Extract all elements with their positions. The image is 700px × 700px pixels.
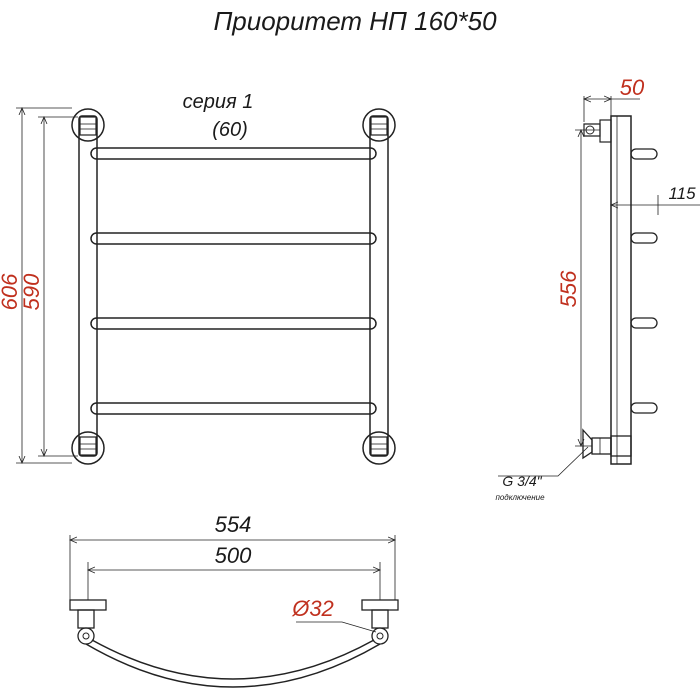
dimension-115 <box>611 195 700 215</box>
height-outer-value: 606 <box>0 273 22 310</box>
right-vertical-tube <box>369 115 389 457</box>
width-inner-value: 500 <box>215 543 252 568</box>
rung-3 <box>90 317 377 330</box>
front-view: серия 1 (60) 606 590 <box>0 91 396 465</box>
side-tube <box>610 115 632 465</box>
bracket-bottom-left <box>71 431 105 465</box>
dimension-500 <box>88 562 380 600</box>
drawing-title: Приоритет НП 160*50 <box>213 6 497 36</box>
dimension-50 <box>584 96 640 122</box>
side-rung-1 <box>630 148 658 160</box>
bracket-top-left <box>71 108 105 142</box>
connection-label: подключение <box>495 493 545 502</box>
left-vertical-tube <box>78 115 98 457</box>
thread-label: G 3/4" <box>502 473 542 489</box>
width-outer-value: 554 <box>215 512 252 537</box>
diameter-leader <box>296 621 377 633</box>
rung-2 <box>90 232 377 245</box>
depth-right-value: 115 <box>668 184 696 203</box>
top-curved-rung <box>85 643 381 688</box>
connection-leader <box>498 446 589 477</box>
dimension-590 <box>38 117 78 456</box>
side-view: 50 115 556 G 3/4" подключение <box>495 75 700 502</box>
rung-1 <box>90 147 377 160</box>
height-connections-value: 556 <box>556 270 581 307</box>
top-left-mount <box>69 599 107 645</box>
side-rung-4 <box>630 402 658 414</box>
depth-top-value: 50 <box>620 75 645 100</box>
side-rung-2 <box>630 232 658 244</box>
pipe-diameter-value: Ø32 <box>291 596 334 621</box>
series-label: серия 1 <box>183 91 254 113</box>
top-right-mount <box>361 599 399 645</box>
side-wall-mount <box>599 119 612 143</box>
height-inner-value: 590 <box>19 273 44 310</box>
bracket-top-right <box>362 108 396 142</box>
top-view: 554 500 Ø32 <box>69 512 399 688</box>
side-valve <box>582 428 632 460</box>
series-value: (60) <box>212 119 248 141</box>
side-rung-3 <box>630 317 658 329</box>
dimension-606 <box>16 108 72 463</box>
dimension-554 <box>70 535 395 600</box>
rung-4 <box>90 402 377 415</box>
bracket-bottom-right <box>362 431 396 465</box>
dimension-556 <box>575 130 600 446</box>
